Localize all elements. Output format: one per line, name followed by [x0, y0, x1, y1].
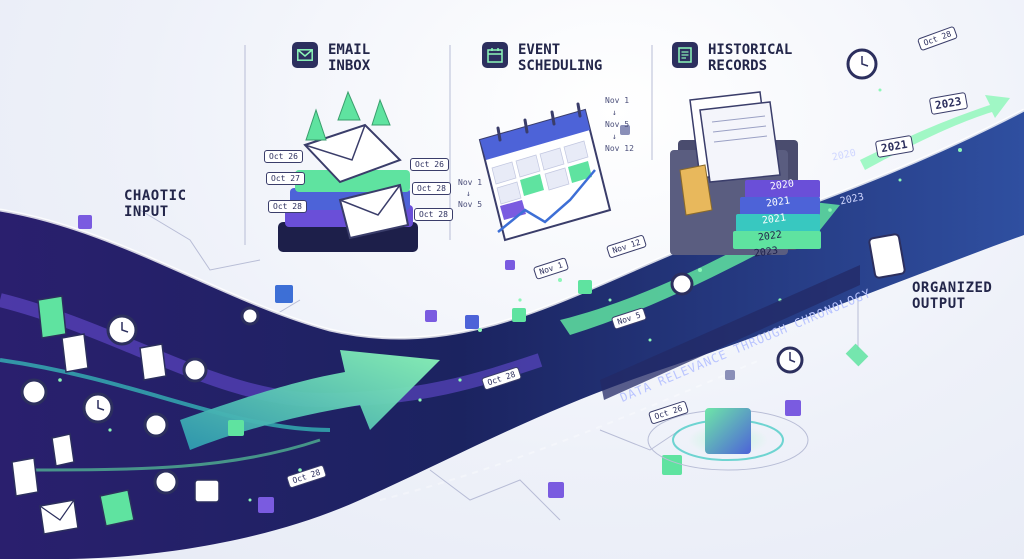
- calendar-arrow-down: ↓: [466, 189, 471, 198]
- stage-header-email: EMAIL INBOX: [292, 42, 370, 74]
- stage-title-scheduling: EVENT SCHEDULING: [518, 42, 603, 74]
- email-date-tag: Oct 26: [264, 150, 303, 163]
- chaotic-input-label: CHAOTIC INPUT: [124, 188, 187, 220]
- document-icon: [672, 42, 698, 68]
- email-stack: [278, 90, 418, 252]
- calendar-range-end: Nov 5: [458, 200, 483, 209]
- sparkle-dots: [58, 88, 962, 502]
- stage-title-email: EMAIL INBOX: [328, 42, 371, 74]
- calendar-arrow-down: ↓: [612, 108, 617, 117]
- calendar-range-start: Nov 1: [458, 178, 483, 187]
- email-date-tag: Oct 26: [410, 158, 449, 171]
- document-icons: [11, 233, 906, 535]
- calendar-range-start: Nov 1: [605, 96, 630, 105]
- email-date-tag: Oct 28: [268, 200, 307, 213]
- calendar-icon: [482, 42, 508, 68]
- email-date-tag: Oct 28: [414, 208, 453, 221]
- scattered-cubes: [78, 125, 801, 513]
- calendar-graphic: [478, 102, 612, 242]
- stage-header-scheduling: EVENT SCHEDULING: [482, 42, 602, 74]
- email-icon: [292, 42, 318, 68]
- organized-output-label: ORGANIZED OUTPUT: [912, 280, 993, 312]
- central-node: [647, 343, 869, 471]
- calendar-arrow-down: ↓: [612, 132, 617, 141]
- records-cabinet: [670, 91, 821, 255]
- stage-header-records: HISTORICAL RECORDS: [672, 42, 792, 74]
- stage-title-records: HISTORICAL RECORDS: [708, 42, 793, 74]
- email-date-tag: Oct 27: [266, 172, 305, 185]
- calendar-range-end: Nov 12: [605, 144, 634, 153]
- clock-icons: [20, 48, 878, 495]
- calendar-range-mid: Nov 5: [605, 120, 630, 129]
- email-date-tag: Oct 28: [412, 182, 451, 195]
